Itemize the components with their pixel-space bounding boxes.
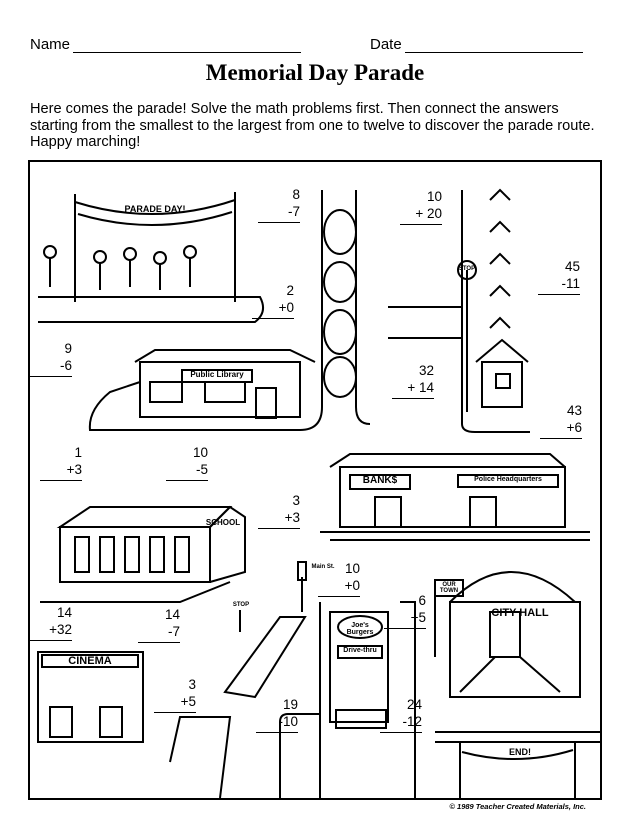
problem-top: 2 [286,283,294,298]
answer-line[interactable] [258,528,300,529]
answer-line[interactable] [400,224,442,225]
library-sign: Public Library [190,370,244,379]
problem-7: 43+6 [540,402,582,439]
joes-burgers-sign: Joe's Burgers [346,622,374,636]
problem-8: 1+3 [40,444,82,481]
answer-line[interactable] [30,376,72,377]
copyright: © 1989 Teacher Created Materials, Inc. [449,802,586,811]
problem-top: 3 [292,493,300,508]
answer-line[interactable] [258,222,300,223]
school-sign: SCHOOL [205,518,241,527]
problem-top: 32 [418,363,434,378]
problem-16: 19-10 [256,696,298,733]
problem-top: 24 [406,697,422,712]
problem-bottom: +0 [344,578,360,593]
answer-line[interactable] [538,294,580,295]
problem-bottom: +3 [66,462,82,477]
problem-top: 1 [74,445,82,460]
end-banner-text: END! [509,747,531,757]
problem-12: 6+5 [384,592,426,629]
problem-14: 14-7 [138,606,180,643]
our-town-sign: OUR TOWN [439,582,459,594]
main-st-sign: Main St. [311,564,335,570]
problem-bottom: -7 [287,204,300,219]
answer-line[interactable] [384,628,426,629]
problem-top: 43 [566,403,582,418]
answer-line[interactable] [30,640,72,641]
answer-line[interactable] [252,318,294,319]
answer-line[interactable] [166,480,208,481]
problem-top: 10 [192,445,208,460]
drive-thru-sign: Drive-thru [343,647,377,654]
answer-line[interactable] [256,732,298,733]
problem-6: 32 + 14 [392,362,434,399]
problem-bottom: -12 [402,714,422,729]
map-drawing [37,188,600,798]
stop-sign: STOP [458,266,476,272]
answer-line[interactable] [380,732,422,733]
problem-9: 10-5 [166,444,208,481]
problem-bottom: -6 [59,358,72,373]
problem-11: 10+0 [318,560,360,597]
problem-top: 19 [282,697,298,712]
problem-13: 14+32 [30,604,72,641]
problem-top: 3 [188,677,196,692]
problem-bottom: +32 [49,622,72,637]
problem-bottom: -5 [195,462,208,477]
problem-top: 14 [164,607,180,622]
problem-bottom: +6 [566,420,582,435]
parade-map: PARADE DAY! Public Library STOP BANK$ Po… [28,160,602,800]
problem-4: 2+0 [252,282,294,319]
problem-1: 8-7 [258,186,300,223]
problem-top: 6 [418,593,426,608]
problem-top: 10 [344,561,360,576]
date-label: Date [370,36,402,53]
name-label: Name [30,36,71,53]
problem-bottom: +3 [284,510,300,525]
answer-line[interactable] [318,596,360,597]
problem-bottom: -10 [278,714,298,729]
problem-bottom: + 14 [407,380,434,395]
problem-bottom: +5 [410,610,426,625]
problem-top: 10 [426,189,442,204]
answer-line[interactable] [40,480,82,481]
problem-5: 9-6 [30,340,72,377]
problem-top: 45 [564,259,580,274]
problem-10: 3+3 [258,492,300,529]
problem-15: 3+5 [154,676,196,713]
problem-top: 14 [56,605,72,620]
problem-3: 45-11 [538,258,580,295]
problem-bottom: -7 [167,624,180,639]
problem-bottom: +0 [278,300,294,315]
name-field[interactable] [73,52,301,53]
problem-bottom: +5 [180,694,196,709]
stop-sign-small: STOP [232,602,250,608]
city-hall-sign: CITY HALL [491,607,549,619]
answer-line[interactable] [392,398,434,399]
answer-line[interactable] [138,642,180,643]
cinema-sign: CINEMA [68,655,112,667]
problem-2: 10 + 20 [400,188,442,225]
parade-banner-text: PARADE DAY! [124,204,186,214]
problem-top: 8 [292,187,300,202]
answer-line[interactable] [154,712,196,713]
problem-top: 9 [64,341,72,356]
bank-sign: BANK$ [362,475,398,486]
instructions: Here comes the parade! Solve the math pr… [30,101,595,150]
problem-17: 24-12 [380,696,422,733]
police-sign: Police Headquarters [474,476,542,483]
problem-bottom: -11 [561,276,580,291]
date-field[interactable] [405,52,583,53]
answer-line[interactable] [540,438,582,439]
page-title: Memorial Day Parade [205,60,425,85]
problem-bottom: + 20 [415,206,442,221]
